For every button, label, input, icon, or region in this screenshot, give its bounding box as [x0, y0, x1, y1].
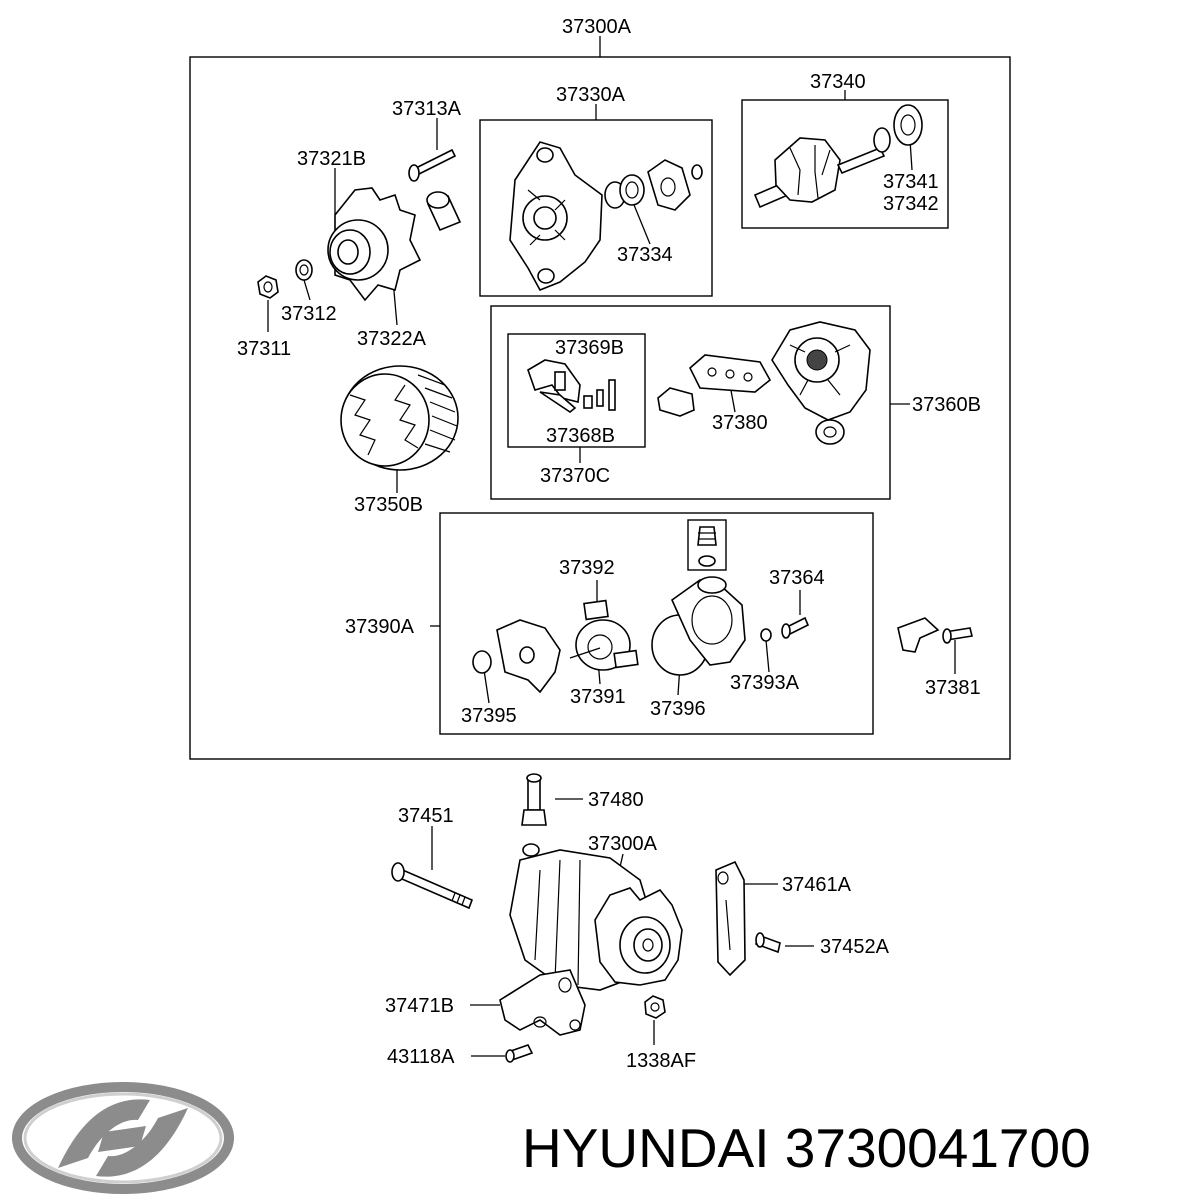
label-37390a: 37390A	[345, 616, 415, 638]
label-1338af: 1338AF	[626, 1050, 696, 1072]
label-37368b: 37368B	[546, 425, 615, 447]
label-37300a-bottom: 37300A	[588, 833, 658, 855]
label-43118a: 43118A	[387, 1046, 455, 1068]
label-37360b: 37360B	[912, 394, 981, 416]
rotor-assembly	[753, 104, 923, 209]
label-37340: 37340	[810, 71, 866, 93]
label-37341: 37341	[883, 171, 939, 193]
regulator-assembly	[527, 359, 616, 413]
label-37380: 37380	[712, 412, 768, 434]
label-37311: 37311	[237, 338, 291, 360]
label-37395: 37395	[461, 705, 517, 727]
stator	[340, 365, 459, 471]
vacuum-pump-assembly	[472, 526, 810, 694]
label-37330a: 37330A	[556, 84, 626, 106]
label-37312: 37312	[281, 303, 337, 325]
label-37461a: 37461A	[782, 874, 852, 896]
label-37392: 37392	[559, 557, 615, 579]
regulator-group-frame	[507, 333, 646, 448]
front-bracket-assembly	[509, 141, 703, 292]
label-37300a-top: 37300A	[562, 16, 632, 38]
label-37322a: 37322A	[357, 328, 427, 350]
label-37451: 37451	[398, 805, 454, 827]
label-37393a: 37393A	[730, 672, 800, 694]
alternator-installation	[391, 773, 781, 1063]
pulley-fan-group	[257, 148, 462, 302]
label-37350b: 37350B	[354, 494, 423, 516]
part-labels: 37300A 37313A 37321B 37312 37311 37322A …	[237, 16, 981, 1072]
leader-lines	[267, 36, 956, 1057]
label-37369b: 37369B	[555, 337, 624, 359]
label-37313a: 37313A	[392, 98, 462, 120]
rear-bracket-group-frame	[490, 305, 891, 500]
label-37334: 37334	[617, 244, 673, 266]
label-37381: 37381	[925, 677, 981, 699]
label-37321b: 37321B	[297, 148, 366, 170]
hyundai-logo-icon	[12, 1082, 234, 1194]
fitting-detail-frame	[687, 519, 727, 571]
label-37480: 37480	[588, 789, 644, 811]
label-37370c: 37370C	[540, 465, 610, 487]
label-37342: 37342	[883, 193, 939, 215]
label-37396: 37396	[650, 698, 706, 720]
label-37471b: 37471B	[385, 995, 454, 1017]
vacuum-pump-group-frame	[439, 512, 874, 735]
label-37364: 37364	[769, 567, 825, 589]
rear-bracket-assembly	[657, 321, 871, 445]
label-37452a: 37452A	[820, 936, 890, 958]
brand-part-number: HYUNDAI 3730041700	[522, 1117, 1091, 1179]
clip-and-bolt	[897, 617, 973, 653]
label-37391: 37391	[570, 686, 626, 708]
